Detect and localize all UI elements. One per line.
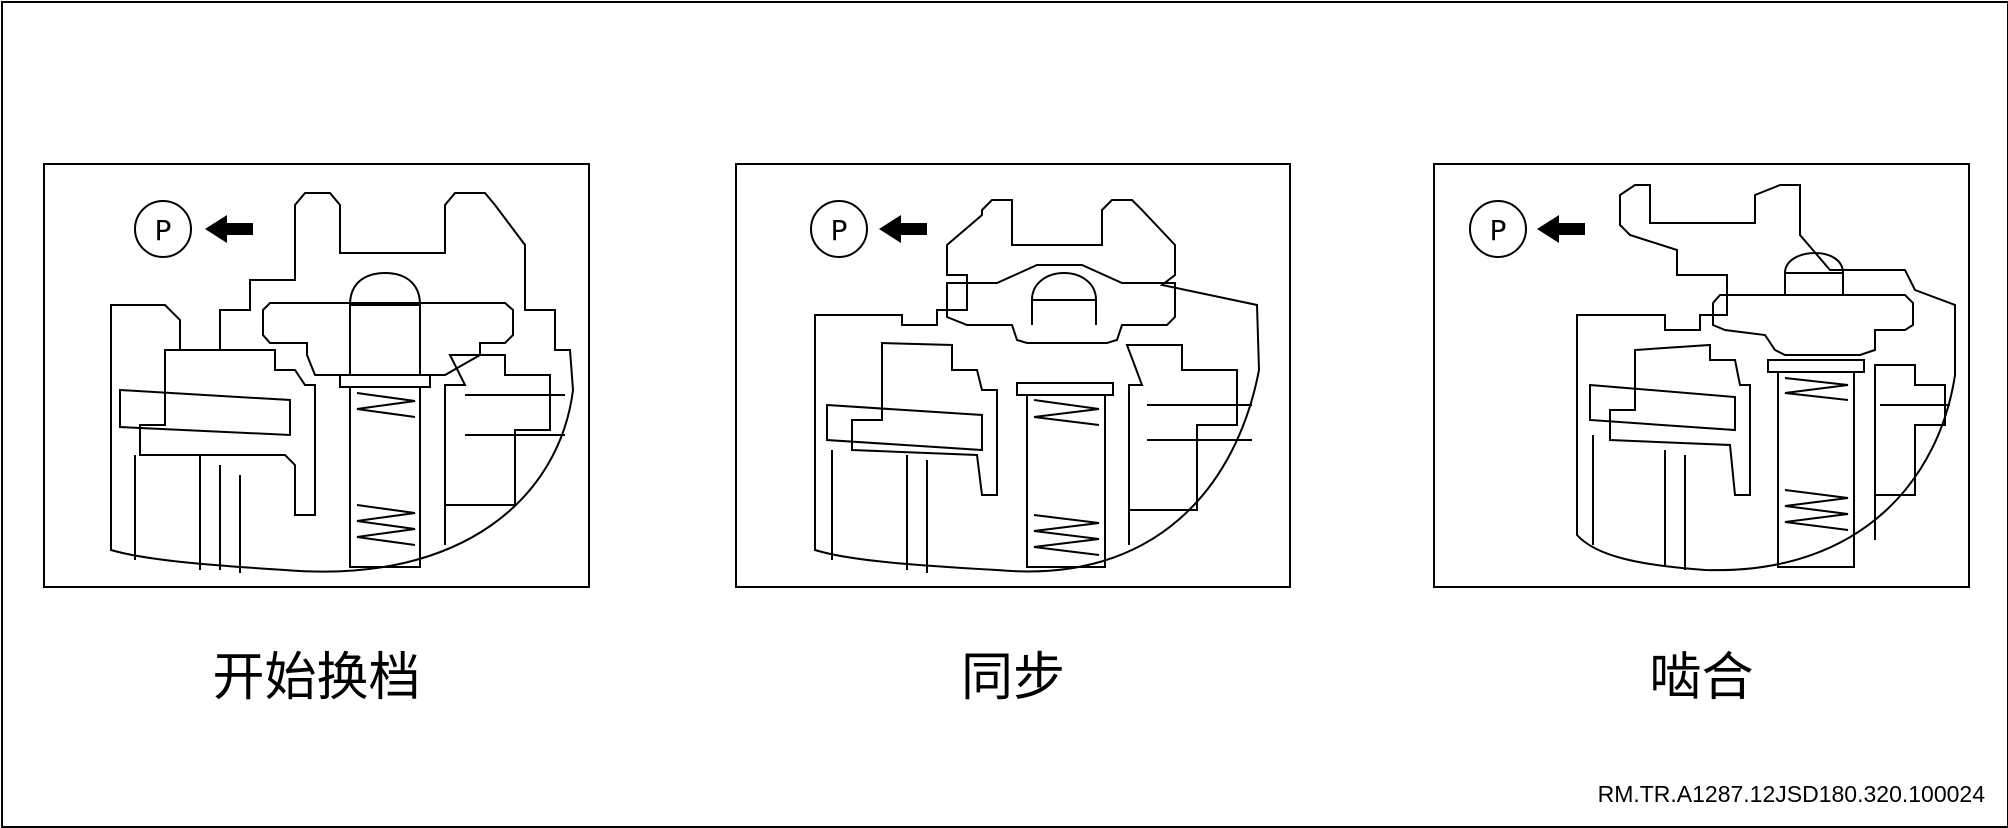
left-arrow-icon	[879, 215, 927, 243]
p-badge-icon	[134, 200, 192, 258]
p-badge-icon	[1469, 200, 1527, 258]
caption-start-shift: 开始换档	[212, 648, 421, 708]
panel-synchronize: P	[735, 163, 1291, 588]
panel-engage: P	[1433, 163, 1970, 588]
synchronizer-cutaway-drawing: P	[810, 199, 1261, 573]
p-badge-icon	[810, 200, 868, 258]
left-arrow-icon	[205, 215, 253, 243]
caption-engage: 啮合	[1649, 648, 1754, 708]
caption-synchronize: 同步	[960, 648, 1065, 708]
left-arrow-icon	[1537, 215, 1585, 243]
svg-text:P: P	[831, 214, 848, 247]
panel-start-shift: P	[43, 163, 590, 588]
synchronizer-cutaway-drawing: P	[1469, 184, 1956, 572]
svg-text:P: P	[1490, 214, 1507, 247]
synchronizer-cutaway-drawing: P	[110, 192, 575, 573]
svg-text:P: P	[155, 214, 172, 247]
reference-code: RM.TR.A1287.12JSD180.320.100024	[1597, 781, 1985, 807]
